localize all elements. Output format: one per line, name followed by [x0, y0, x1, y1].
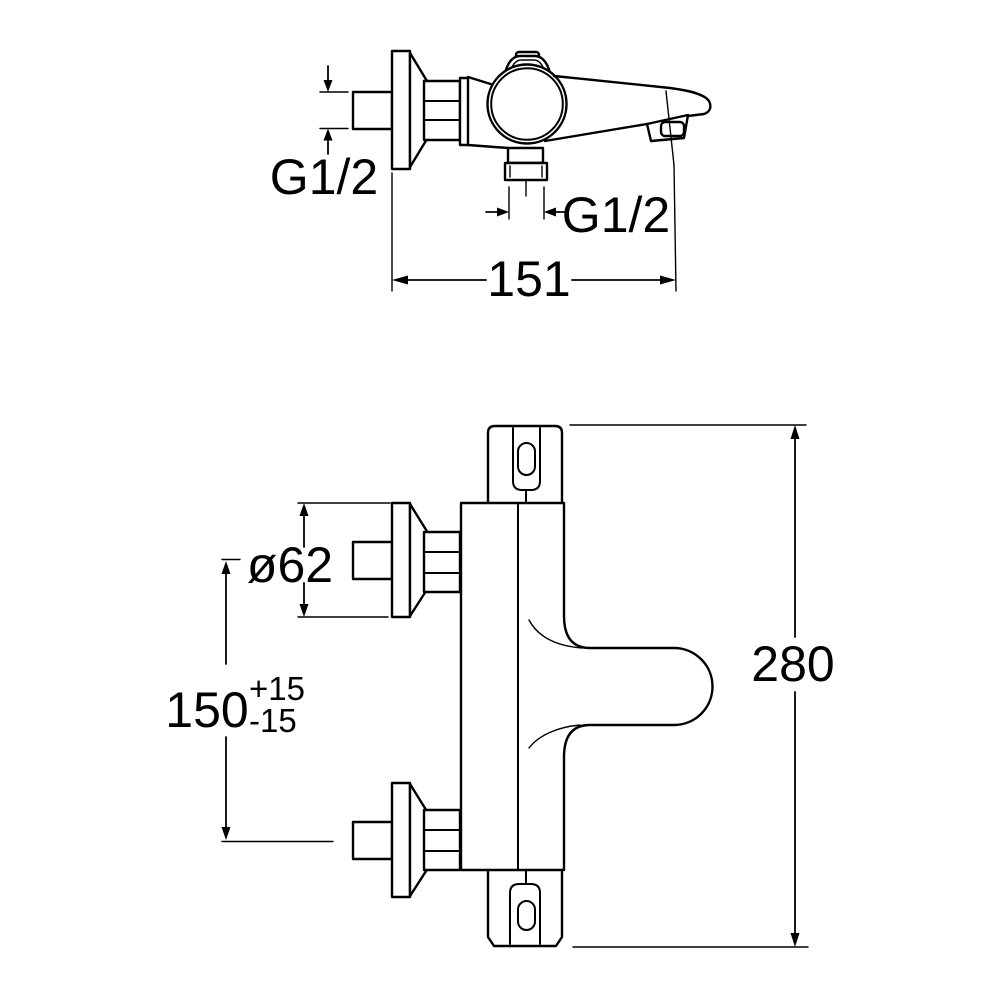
spout-projection-label: 151: [487, 251, 570, 307]
spout-bottom-edge: [543, 122, 649, 143]
top-handle-block: [486, 424, 564, 505]
front-view: [351, 424, 714, 948]
bottom-handle-block: [486, 868, 564, 948]
spout-tip: [668, 86, 712, 118]
knob-tab-inner: [509, 59, 546, 73]
wall-flange-plate: [390, 49, 412, 171]
lower-wall-connection: [351, 781, 462, 899]
dim-flange-diameter: ø62: [247, 502, 391, 618]
dim-inlet-spacing: 150 +15 -15: [165, 558, 334, 843]
dim-spout-projection: 151: [391, 90, 677, 307]
aerator-nozzle: [659, 120, 686, 138]
upper-wall-connection: [351, 501, 462, 619]
body-neck: [458, 76, 470, 147]
spout-fillet-top: [528, 619, 583, 649]
flange-diameter-label: ø62: [247, 537, 333, 593]
spout-top-edge: [552, 74, 672, 90]
inlet-thread-label: G1/2: [270, 149, 378, 205]
inlet-spacing-label: 150: [165, 682, 248, 738]
upper-hex-nut: [422, 530, 462, 594]
top-handle-slot: [517, 442, 536, 476]
overall-height-label: 280: [751, 636, 834, 692]
knob-outer-circle: [486, 63, 568, 145]
inlet-pipe-stub: [351, 90, 394, 131]
dim-inlet-thread: G1/2: [270, 65, 378, 205]
body-with-spout: [459, 501, 714, 872]
bottom-handle-slot: [517, 900, 536, 931]
tolerance-plus-label: +15: [249, 670, 305, 707]
outlet-nut: [503, 161, 549, 182]
tolerance-minus-label: -15: [249, 702, 297, 739]
hex-nut: [422, 79, 462, 142]
outlet-neck: [506, 146, 545, 165]
outlet-thread-label: G1/2: [562, 187, 670, 243]
spout-fillet-bottom: [528, 724, 581, 749]
dim-overall-height: 280: [569, 424, 835, 948]
dim-outlet-thread: G1/2: [485, 186, 670, 243]
body-bottom-edge-left: [466, 143, 510, 150]
lower-hex-nut: [422, 808, 462, 872]
side-view: [351, 49, 712, 197]
knob-inner-circle: [490, 67, 564, 141]
